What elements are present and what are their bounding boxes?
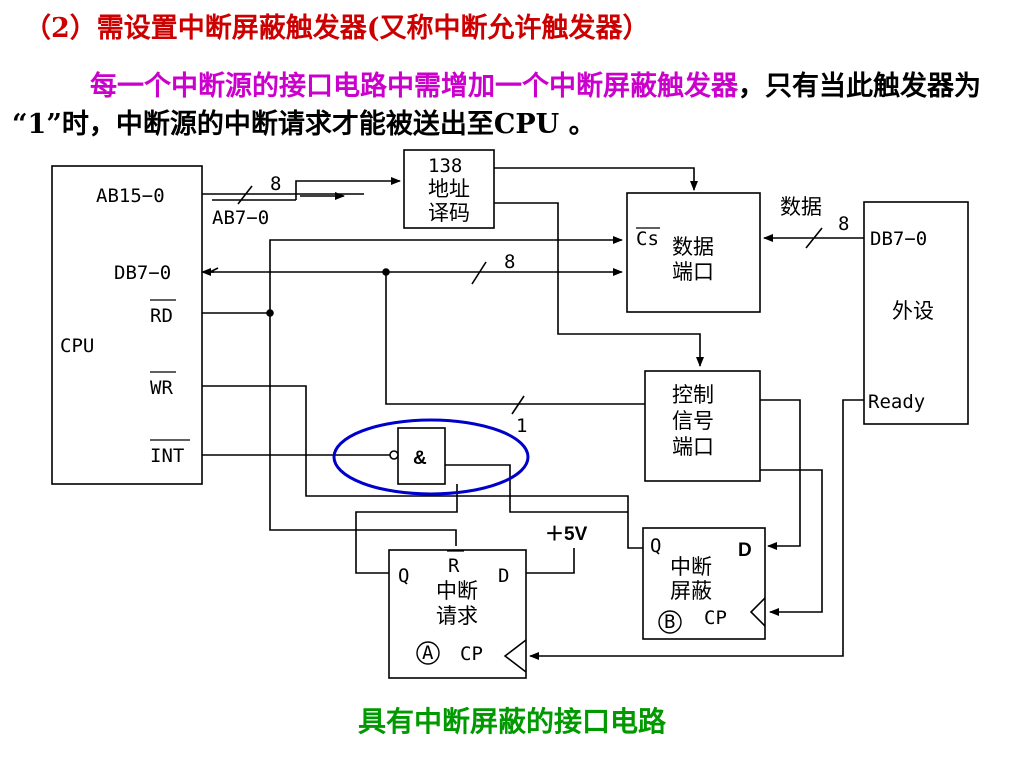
decoder-ctrlport-wire	[494, 202, 704, 367]
ctrl-width-label: 1	[516, 415, 527, 437]
mask-cp-label: CP	[704, 607, 727, 629]
decoder-line2: 地址	[428, 177, 470, 201]
data-port-block	[626, 192, 761, 313]
ab-low-label: AB7−0	[212, 207, 269, 229]
interrupt-mask-circuit: AB15−0 DB7−0 RD CPU WR INT 8 AB7−0 8 8 1…	[51, 149, 969, 679]
mask-q-label: Q	[650, 535, 661, 557]
decoder-line1: 138	[428, 155, 462, 177]
highlight-text: 每一个中断源的接口电路中需增加一个中断屏蔽触发器	[90, 71, 738, 102]
ab-decoder-arrow	[295, 177, 401, 200]
rd-reset-line	[269, 313, 457, 546]
request-line1: 中断	[436, 579, 478, 603]
body-text: ，只有当此触发器为 “1”时，中断源的中断请求才能被送出至CPU 。	[12, 71, 981, 140]
mask-ff-block	[642, 527, 766, 640]
decoder-line3: 译码	[428, 201, 470, 225]
ctrl-mask-d-wire	[760, 399, 801, 550]
mask-q-wire	[445, 464, 628, 513]
mask-d-label: D	[738, 540, 752, 561]
data-port-line2: 端口	[672, 260, 714, 284]
cpu-db-label: DB7−0	[114, 262, 171, 284]
cpu-ab-label: AB15−0	[96, 185, 165, 207]
ctrl-mask-cp-wire	[760, 469, 823, 616]
mask-line1: 中断	[670, 555, 712, 579]
request-line2: 请求	[436, 604, 478, 628]
decoder-dataport-wire	[494, 167, 698, 191]
supply-label: ＋5V	[545, 524, 588, 545]
and-gate-symbol: &	[413, 448, 427, 469]
data-word-label: 数据	[780, 195, 822, 219]
ctrl-port-line1: 控制	[672, 383, 714, 407]
wr-line	[202, 385, 643, 549]
supply-wire	[526, 548, 575, 574]
peripheral-block	[863, 201, 969, 425]
ctrl-port-line3: 端口	[672, 435, 714, 459]
request-q-wire	[355, 484, 458, 574]
periph-ready-label: Ready	[868, 391, 925, 413]
data-port-cs: Cs	[636, 228, 659, 250]
request-r-label: R	[448, 555, 460, 577]
control-port-block	[644, 370, 761, 482]
cpu-int-label: INT	[150, 445, 184, 467]
figure-caption: 具有中断屏蔽的接口电路	[357, 705, 666, 738]
request-cp-label: CP	[460, 643, 483, 665]
data-width-label: 8	[838, 213, 849, 235]
ab-width-label: 8	[270, 173, 281, 195]
request-d-label: D	[498, 565, 509, 587]
ctrl-port-line2: 信号	[672, 409, 714, 433]
mask-line2: 屏蔽	[670, 579, 712, 603]
request-ff-block	[388, 549, 527, 679]
cpu-block	[51, 165, 203, 485]
periph-db-label: DB7−0	[870, 228, 927, 250]
periph-name: 外设	[892, 299, 934, 323]
request-tag: A	[422, 642, 434, 664]
data-port-line1: 数据	[672, 235, 714, 259]
cpu-wr-label: WR	[150, 377, 173, 399]
ready-line	[529, 399, 864, 660]
slide-heading: （2）需设置中断屏蔽触发器(又称中断允许触发器）	[24, 13, 650, 44]
db-ctrl-wire	[385, 272, 645, 405]
and-gate-highlight	[332, 418, 530, 496]
cpu-rd-label: RD	[150, 305, 173, 327]
request-q-label: Q	[398, 565, 409, 587]
db-width-label: 8	[504, 251, 515, 273]
mask-tag: B	[664, 611, 675, 633]
cpu-name: CPU	[60, 335, 94, 357]
decoder-block	[403, 149, 495, 229]
explanation-paragraph: 每一个中断源的接口电路中需增加一个中断屏蔽触发器，只有当此触发器为 “1”时，中…	[12, 68, 1016, 144]
rd-line	[202, 236, 623, 314]
